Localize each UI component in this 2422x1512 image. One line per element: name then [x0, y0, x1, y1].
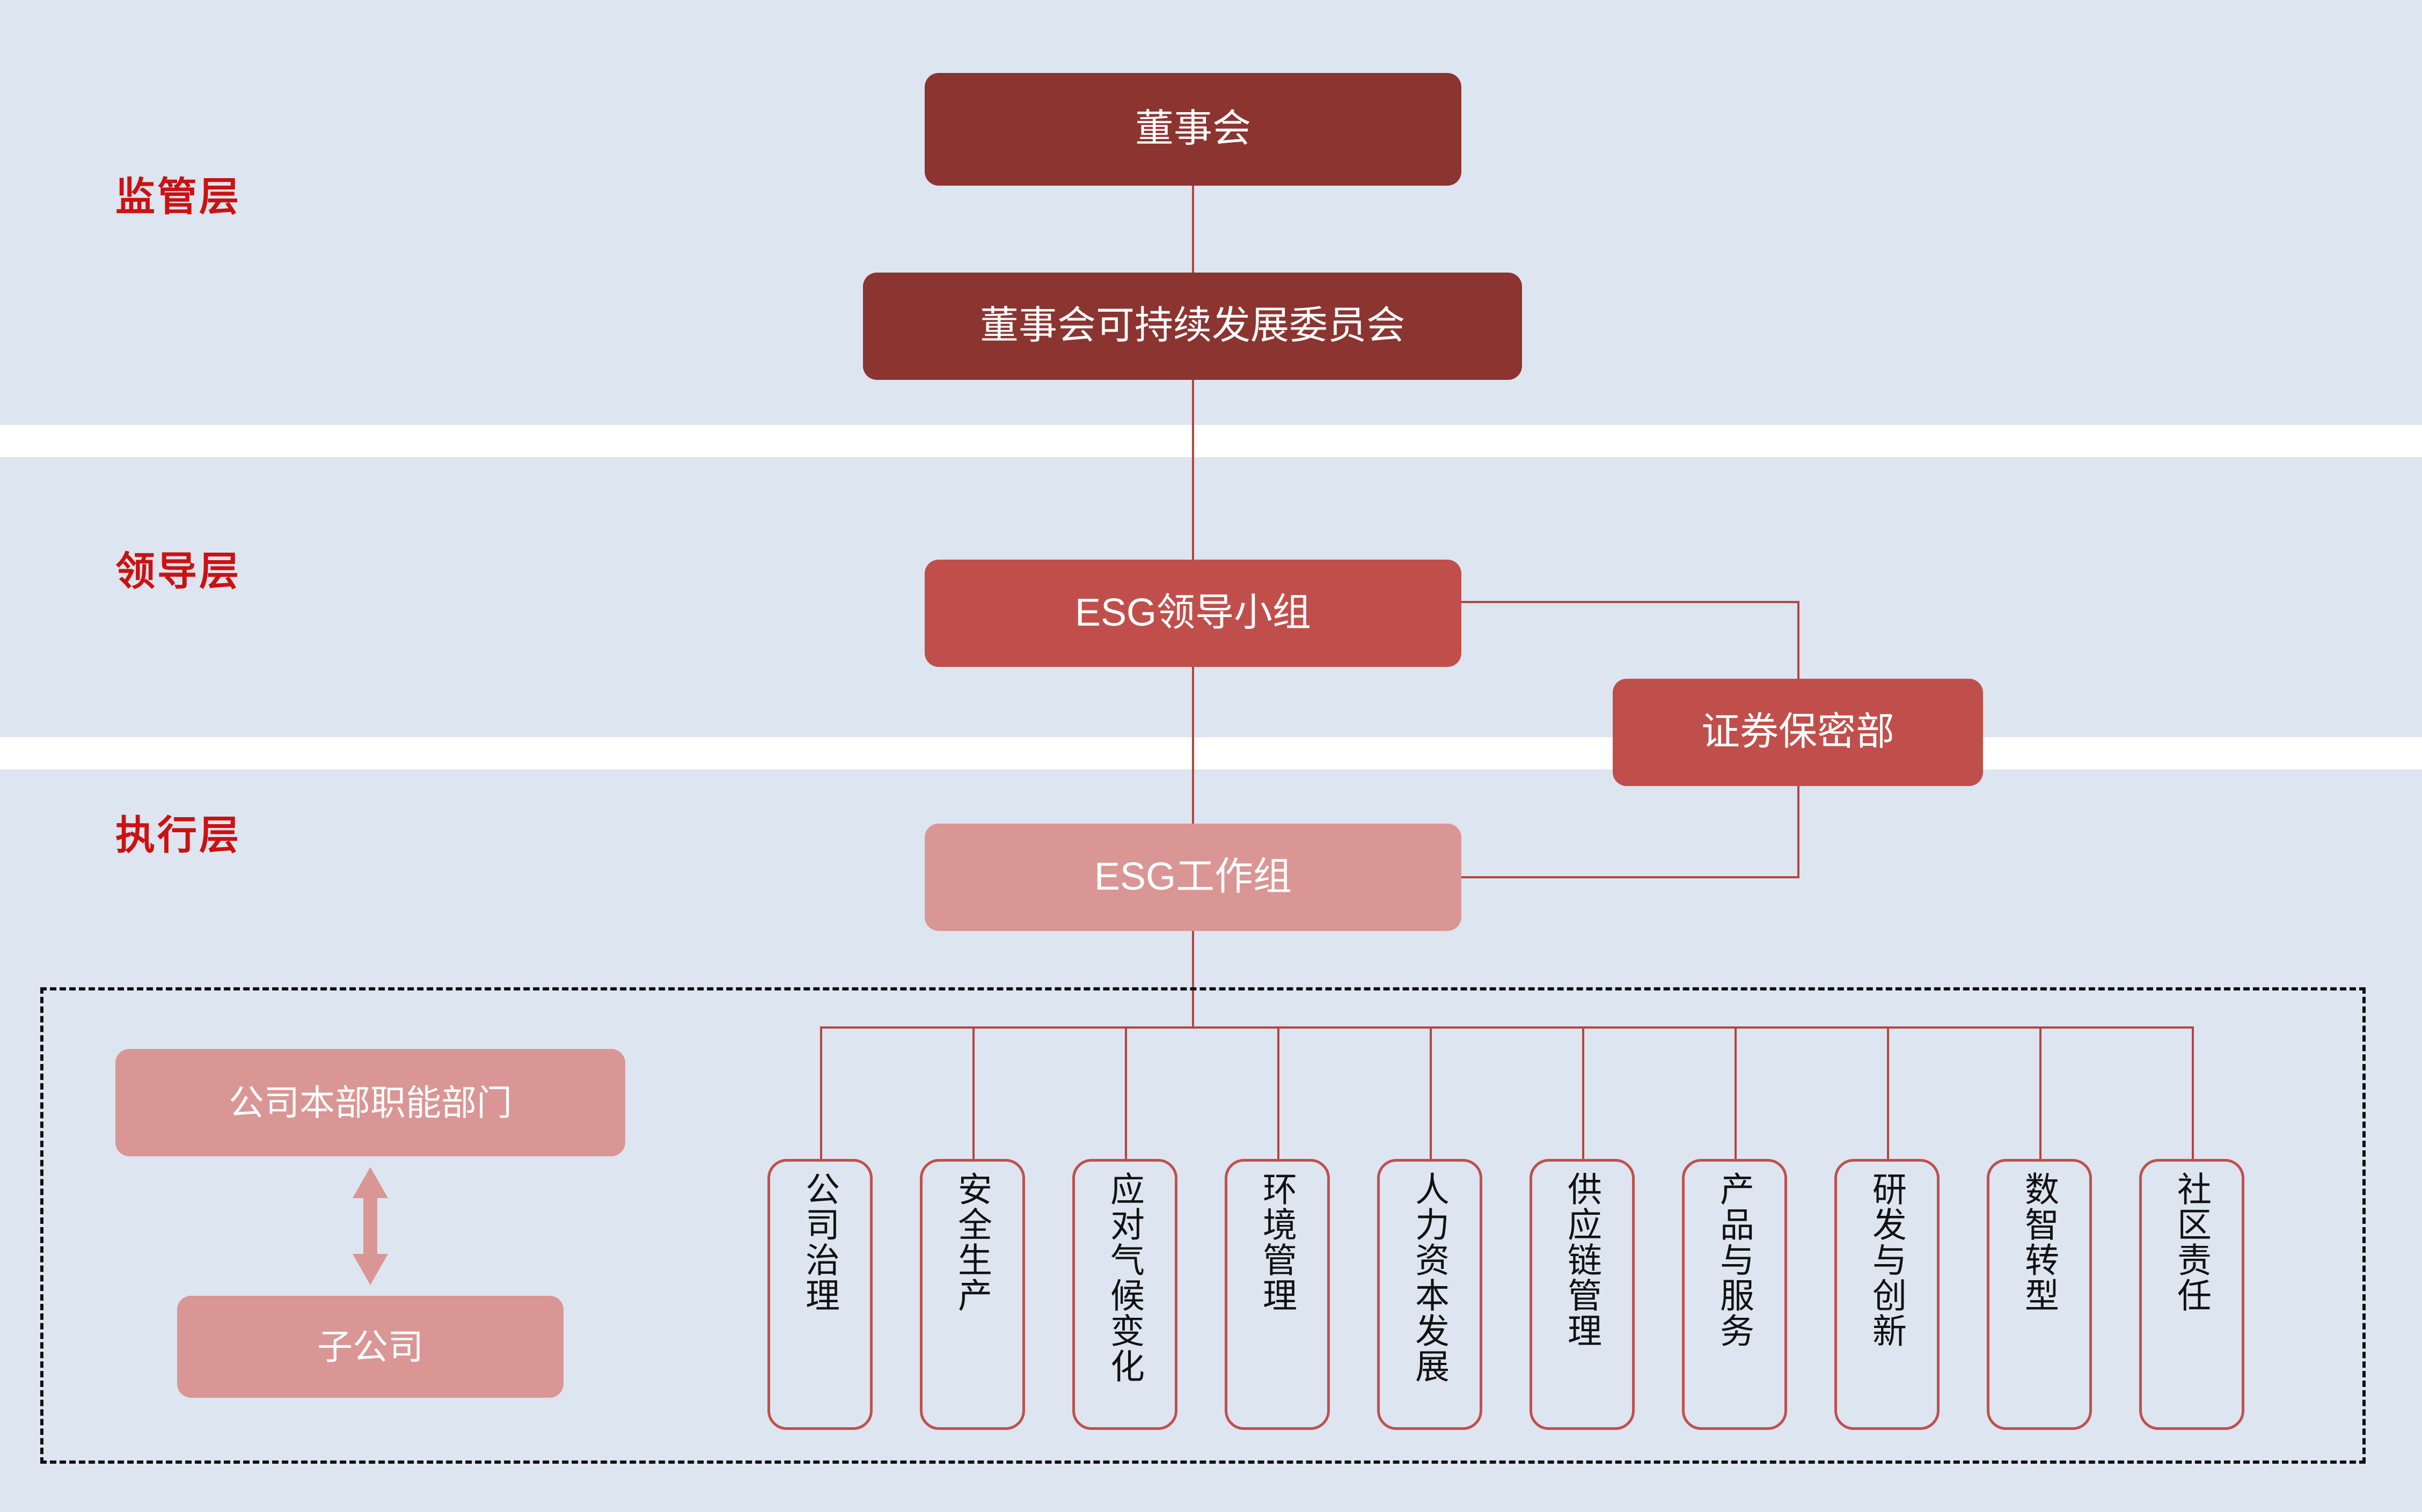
connector-securities-top-v: [1797, 601, 1799, 680]
connector-topic-bus: [820, 1026, 2194, 1029]
connector-drop-topic-5: [1430, 1026, 1432, 1161]
topic-label: 产品与服务: [1715, 1171, 1754, 1348]
topic-label: 数智转型: [2020, 1171, 2059, 1313]
topic-pill-3[interactable]: 应对气候变化: [1072, 1159, 1177, 1430]
double-arrow-icon: [352, 1167, 389, 1285]
connector-drop-topic-1: [820, 1026, 822, 1161]
node-board[interactable]: 董事会: [925, 73, 1461, 186]
node-hq-functional-departments[interactable]: 公司本部职能部门: [115, 1049, 625, 1156]
connector-drop-topic-6: [1582, 1026, 1584, 1161]
layer-label-execution: 执行层: [115, 813, 241, 857]
topic-pill-10[interactable]: 社区责任: [2139, 1159, 2244, 1430]
connector-securities-to-working-h: [1461, 876, 1799, 878]
connector-drop-topic-10: [2192, 1026, 2194, 1161]
connector-board-to-committee: [1192, 186, 1194, 273]
connector-drop-topic-9: [2039, 1026, 2041, 1161]
topic-pill-6[interactable]: 供应链管理: [1530, 1159, 1635, 1430]
connector-drop-topic-3: [1125, 1026, 1127, 1161]
node-subsidiary[interactable]: 子公司: [177, 1296, 564, 1398]
connector-working-to-bus: [1192, 931, 1194, 1029]
connector-drop-topic-2: [972, 1026, 975, 1161]
topic-pill-4[interactable]: 环境管理: [1225, 1159, 1330, 1430]
topic-label: 环境管理: [1258, 1171, 1297, 1313]
node-esg-working-group[interactable]: ESG工作组: [925, 824, 1461, 931]
topic-pill-8[interactable]: 研发与创新: [1834, 1159, 1940, 1430]
topic-label: 安全生产: [953, 1171, 992, 1313]
node-esg-leadership-group[interactable]: ESG领导小组: [925, 560, 1461, 667]
connector-esg-leadership-to-securities-h: [1461, 601, 1799, 603]
connector-drop-topic-7: [1735, 1026, 1737, 1161]
topic-pill-1[interactable]: 公司治理: [767, 1159, 873, 1430]
topic-label: 研发与创新: [1868, 1171, 1906, 1348]
connector-committee-to-esg-leadership: [1192, 380, 1194, 560]
connector-securities-bottom-v: [1797, 786, 1799, 878]
connector-drop-topic-4: [1277, 1026, 1279, 1161]
node-board-sustainability-committee[interactable]: 董事会可持续发展委员会: [863, 273, 1522, 380]
topic-label: 供应链管理: [1563, 1171, 1601, 1348]
connector-esg-leadership-to-working: [1192, 667, 1194, 824]
topic-label: 人力资本发展: [1410, 1171, 1449, 1384]
topic-pill-7[interactable]: 产品与服务: [1682, 1159, 1787, 1430]
topic-pill-9[interactable]: 数智转型: [1987, 1159, 2092, 1430]
layer-label-supervision: 监管层: [115, 174, 241, 219]
topic-pill-2[interactable]: 安全生产: [920, 1159, 1025, 1430]
connector-drop-topic-8: [1887, 1026, 1889, 1161]
layer-label-leadership: 领导层: [115, 549, 241, 593]
execution-scope-container: [40, 987, 2366, 1464]
node-securities-confidentiality-dept[interactable]: 证券保密部: [1613, 679, 1983, 786]
topic-label: 社区责任: [2172, 1171, 2211, 1313]
topic-label: 应对气候变化: [1106, 1171, 1144, 1384]
topic-pill-5[interactable]: 人力资本发展: [1377, 1159, 1482, 1430]
topic-label: 公司治理: [801, 1171, 839, 1313]
